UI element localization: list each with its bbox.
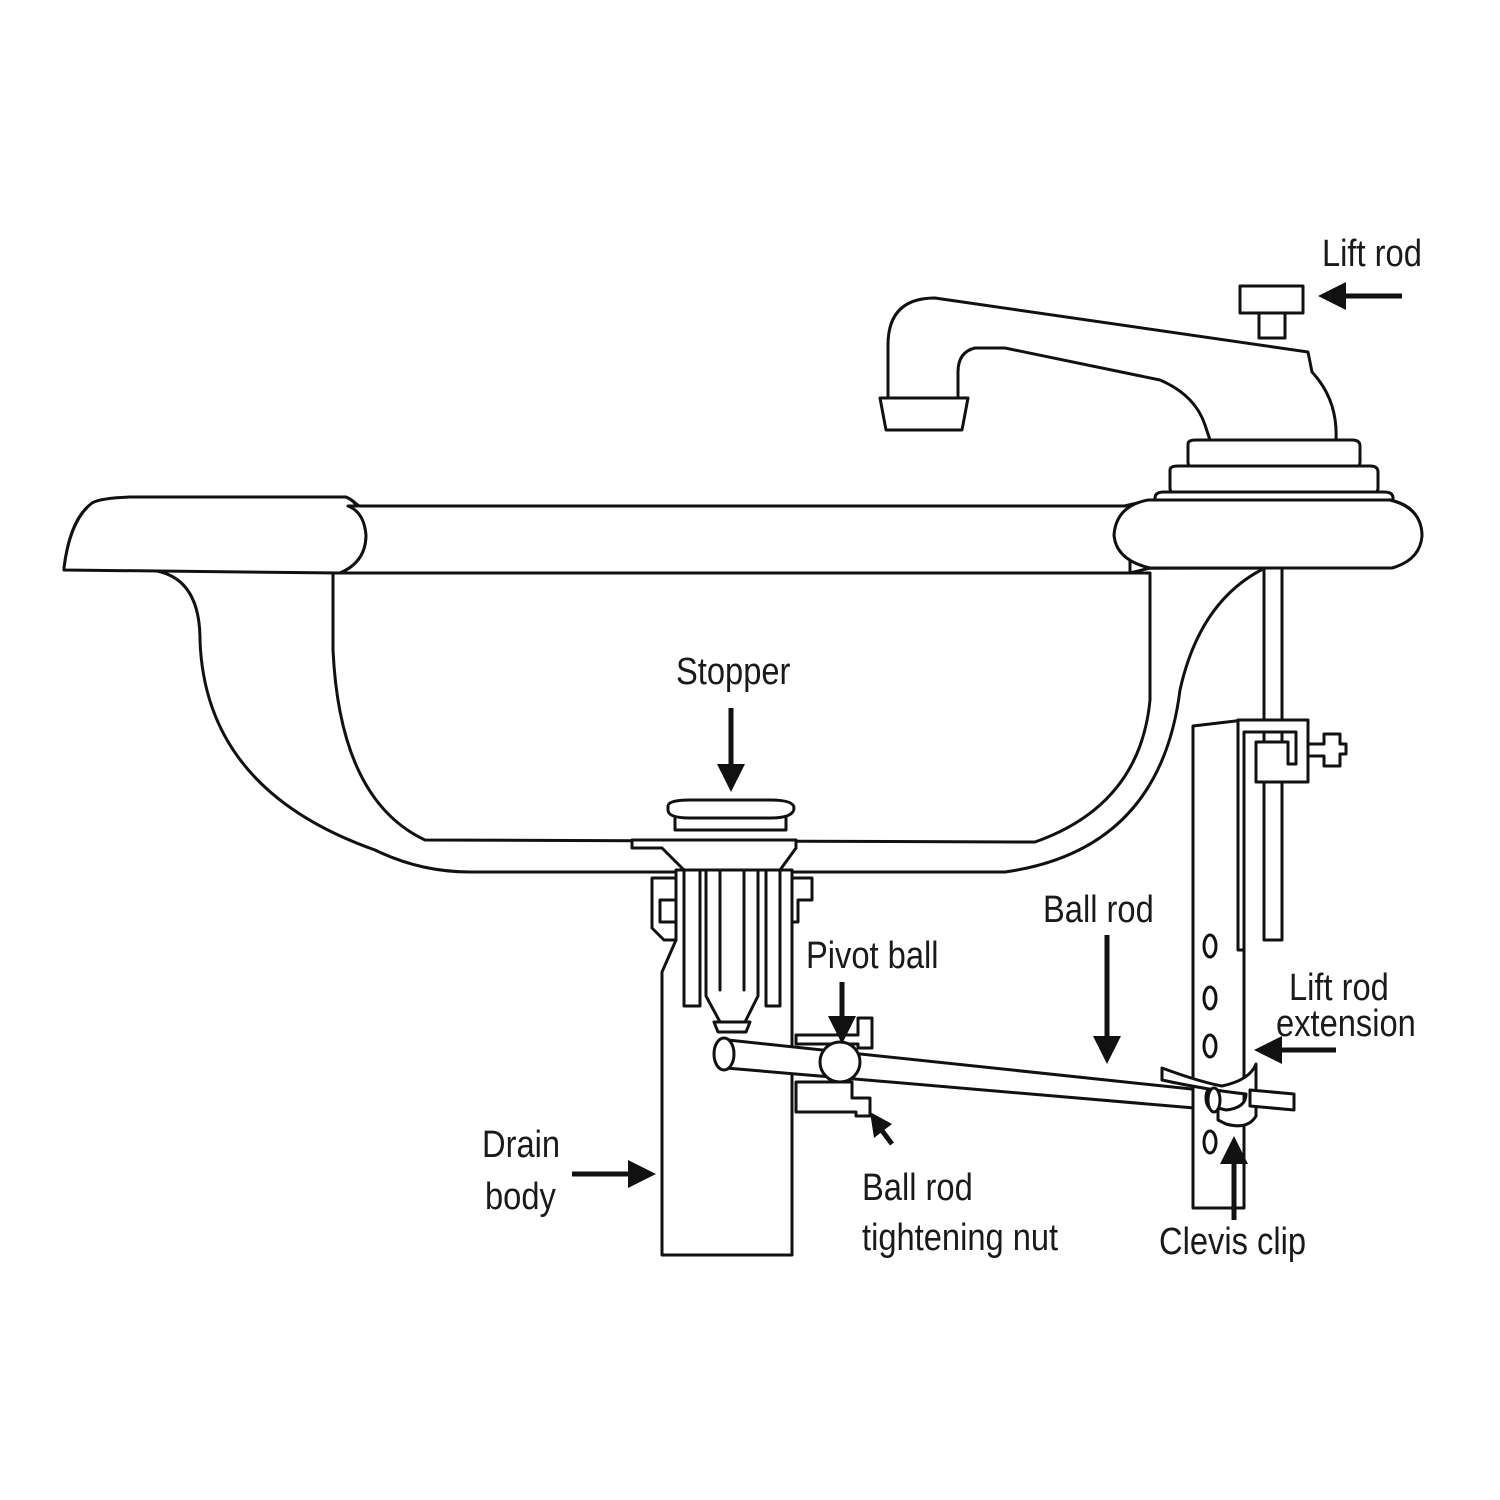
pivot-ball	[818, 1040, 862, 1084]
clevis-clip-hole	[1206, 1086, 1222, 1114]
ball-rod-tip	[1248, 1088, 1296, 1112]
label-clevis-clip: Clevis clip	[1159, 1220, 1306, 1263]
stopper-foot	[712, 1020, 752, 1034]
label-ball-rod-tightening-nut-line1: Ball rod	[862, 1166, 973, 1209]
arrow-pivot-ball	[828, 982, 856, 1044]
label-drain-body-line2: body	[485, 1175, 556, 1218]
arrow-clevis-clip	[1220, 1136, 1248, 1220]
sink-rim-body	[338, 504, 1132, 575]
faucet	[878, 296, 1395, 504]
arrow-stopper	[717, 708, 745, 792]
drain-flange-right-nut	[790, 876, 814, 924]
lift-rod-clamp	[1236, 718, 1310, 952]
drain-flange	[630, 838, 798, 872]
stopper-stem	[704, 844, 760, 1024]
faucet-base-ring-top	[1186, 438, 1362, 470]
stopper-cap-top	[666, 798, 796, 820]
lift-rod-clamp-screw	[1306, 732, 1348, 768]
clevis-clip	[1160, 1062, 1258, 1128]
lift-rod-extension	[1191, 718, 1246, 1210]
extension-hole-1	[1202, 933, 1218, 959]
label-lift-rod-extension-line1: Lift rod	[1289, 966, 1389, 1009]
faucet-base-ring-middle	[1168, 464, 1380, 496]
ball-rod-end	[712, 1036, 736, 1072]
faucet-aerator	[878, 396, 970, 432]
lift-rod-knob	[1238, 284, 1305, 340]
label-ball-rod: Ball rod	[1043, 888, 1154, 931]
drain-flange-left-nut	[650, 876, 678, 942]
sink-rim-right-edge	[1112, 498, 1424, 570]
pivot-housing-upper	[794, 1016, 874, 1050]
extension-hole-3	[1202, 1033, 1218, 1059]
arrow-lift-rod	[1318, 282, 1402, 310]
arrow-drain-body	[572, 1160, 656, 1188]
label-lift-rod-extension-line2: extension	[1276, 1002, 1416, 1045]
lift-rod-knob-stem	[1257, 311, 1287, 340]
lift-rod-knob-cap	[1238, 284, 1305, 315]
extension-hole-2	[1202, 985, 1218, 1011]
arrow-ball-rod	[1093, 935, 1121, 1064]
arrow-ball-rod-tightening-nut	[870, 1112, 894, 1146]
label-ball-rod-tightening-nut-line2: tightening nut	[862, 1216, 1058, 1259]
sink-rim-left-edge	[62, 495, 368, 575]
label-drain-body-line1: Drain	[482, 1123, 560, 1166]
arrow-lift-rod-extension	[1254, 1036, 1336, 1064]
extension-hole-5	[1202, 1129, 1218, 1155]
label-pivot-ball: Pivot ball	[806, 934, 939, 977]
label-lift-rod: Lift rod	[1322, 232, 1422, 275]
label-stopper: Stopper	[676, 650, 791, 693]
ball-rod-tightening-nut	[794, 1080, 872, 1118]
